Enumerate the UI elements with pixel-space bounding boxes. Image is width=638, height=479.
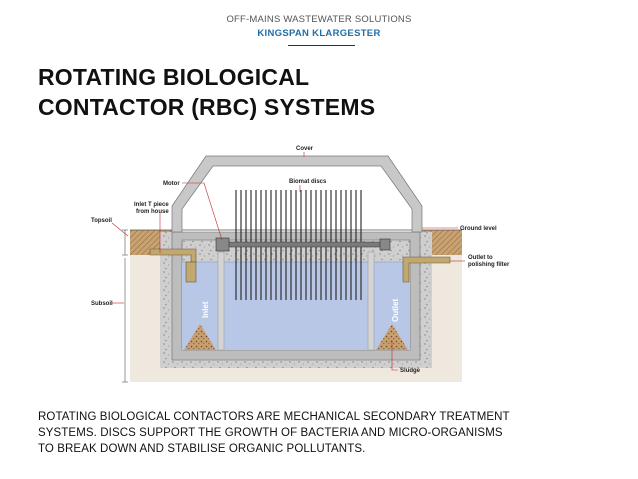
page-title: ROTATING BIOLOGICAL CONTACTOR (RBC) SYST…	[38, 62, 458, 122]
label-outlet-to-2: polishing filter	[468, 262, 510, 268]
label-inlet-t-piece-2: from house	[136, 209, 169, 215]
cover-housing	[171, 155, 423, 233]
label-topsoil: Topsoil	[91, 218, 112, 224]
label-ground-level: Ground level	[460, 226, 497, 232]
label-outlet-to-1: Outlet to	[468, 255, 493, 261]
description-line-3: TO BREAK DOWN AND STABILISE ORGANIC POLL…	[38, 443, 366, 455]
page-title-line-2: CONTACTOR (RBC) SYSTEMS	[38, 94, 376, 120]
outlet-pipe	[402, 256, 451, 283]
header-brand: KINGSPAN KLARGESTER	[257, 28, 381, 39]
label-subsoil: Subsoil	[91, 301, 113, 307]
sludge-right	[376, 324, 408, 350]
sludge-left	[184, 324, 216, 350]
header-kicker: OFF-MAINS WASTEWATER SOLUTIONS	[226, 14, 412, 25]
bearing	[379, 238, 391, 251]
brand-underline	[288, 45, 355, 46]
motor	[215, 237, 230, 252]
label-inlet: Inlet	[201, 301, 210, 318]
description-line-1: ROTATING BIOLOGICAL CONTACTORS ARE MECHA…	[38, 411, 510, 423]
description-line-2: SYSTEMS. DISCS SUPPORT THE GROWTH OF BAC…	[38, 427, 503, 439]
callout-lines	[111, 152, 465, 371]
label-inlet-t-piece-1: Inlet T piece	[134, 202, 169, 208]
label-sludge: Sludge	[400, 368, 421, 374]
disc-shaft	[221, 241, 385, 248]
label-biomat-discs: Biomat discs	[289, 179, 327, 185]
page-title-line-1: ROTATING BIOLOGICAL	[38, 64, 310, 90]
label-cover: Cover	[296, 146, 314, 152]
inlet-chamber-wall	[217, 251, 225, 351]
label-outlet: Outlet	[391, 299, 400, 322]
outlet-chamber-wall	[367, 251, 375, 351]
label-motor: Motor	[163, 181, 180, 187]
description: ROTATING BIOLOGICAL CONTACTORS ARE MECHA…	[38, 409, 618, 457]
